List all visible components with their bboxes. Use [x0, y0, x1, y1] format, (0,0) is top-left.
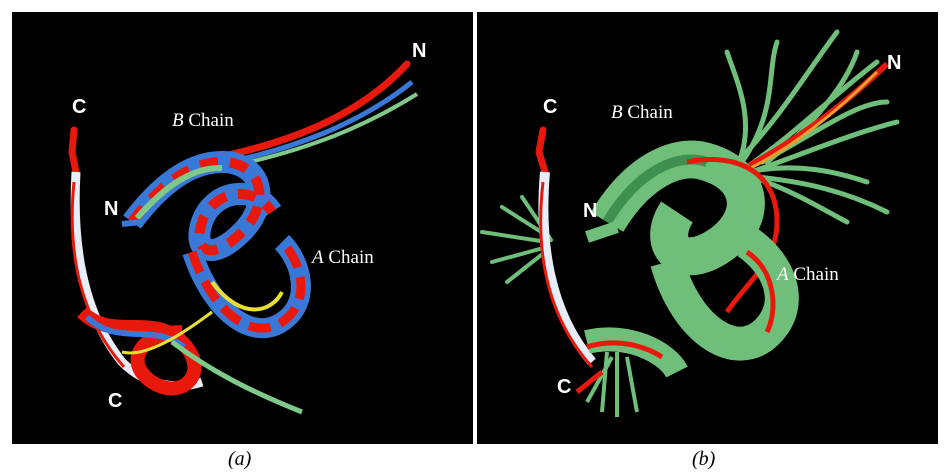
c-terminus-bottom-label: C	[557, 376, 571, 399]
protein-ensemble-b	[477, 12, 938, 444]
a-chain-letter: A	[312, 247, 324, 268]
b-chain-word: Chain	[627, 102, 672, 123]
n-terminus-top-label: N	[412, 40, 426, 63]
n-terminus-mid-label: N	[104, 198, 118, 221]
c-terminus-top-label: C	[72, 96, 86, 119]
b-chain-label: B Chain	[611, 102, 673, 124]
protein-ribbon-a	[12, 12, 473, 444]
a-chain-letter: A	[777, 264, 789, 285]
b-chain-letter: B	[611, 102, 623, 123]
b-chain-letter: B	[172, 110, 184, 131]
c-terminus-bottom-label: C	[108, 390, 122, 413]
n-terminus-top-label: N	[887, 52, 901, 75]
caption-a: (a)	[228, 448, 251, 471]
a-chain-label: A Chain	[312, 247, 374, 269]
structure-panel-a: C N N C B Chain A Chain	[12, 12, 473, 444]
a-chain-word: Chain	[793, 264, 838, 285]
n-terminus-mid-label: N	[583, 200, 597, 223]
caption-b: (b)	[692, 448, 715, 471]
b-chain-word: Chain	[188, 110, 233, 131]
structure-panel-b: C N N C B Chain A Chain	[477, 12, 938, 444]
a-chain-label: A Chain	[777, 264, 839, 286]
b-chain-label: B Chain	[172, 110, 234, 132]
a-chain-word: Chain	[328, 247, 373, 268]
c-terminus-top-label: C	[543, 96, 557, 119]
